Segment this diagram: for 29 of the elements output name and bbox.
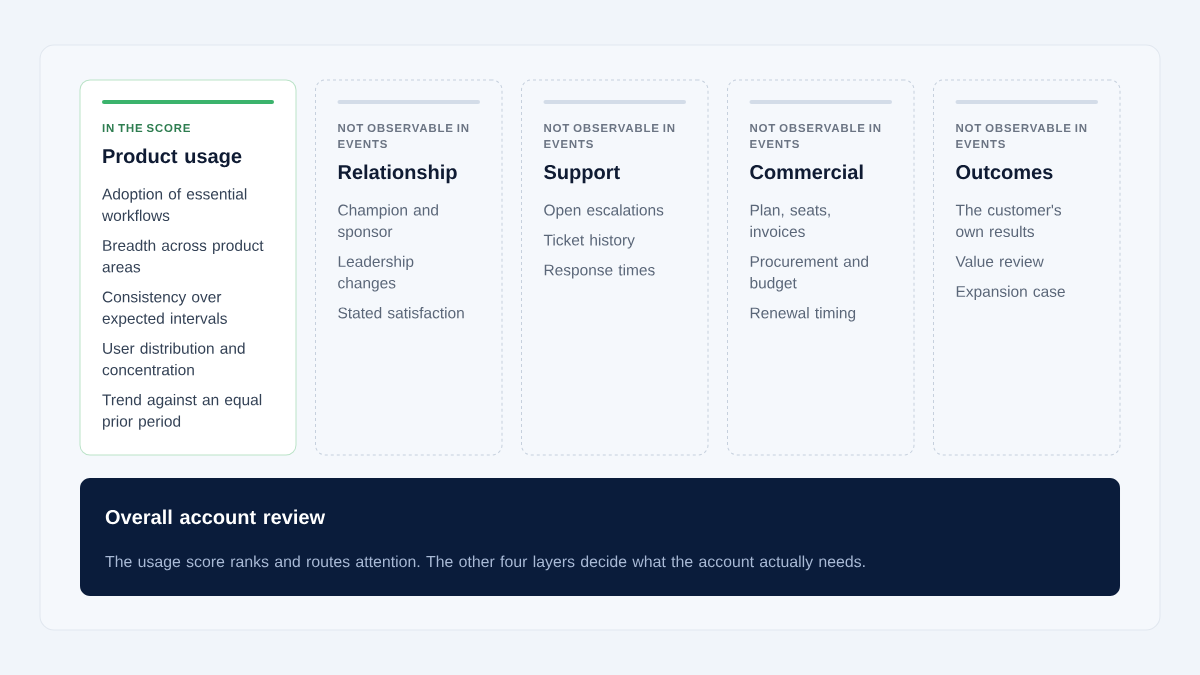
card-heading: Product usage — [103, 148, 242, 168]
item-text: Adoption of essential workflows — [102, 188, 247, 222]
category-tag: NOT OBSERVABLE IN EVENTS — [750, 124, 881, 149]
item-text: Renewal timing — [750, 307, 856, 322]
item-text: Consistency over expected intervals — [102, 291, 227, 327]
item-text: Response times — [544, 264, 655, 279]
item-text: Champion and sponsor — [337, 204, 438, 241]
banner-heading: Overall account review — [105, 509, 326, 525]
card-heading: Support — [544, 165, 620, 184]
category-tag: NOT OBSERVABLE IN EVENTS — [338, 124, 469, 149]
item-text: Value review — [955, 255, 1044, 267]
category-tag: NOT OBSERVABLE IN EVENTS — [956, 124, 1087, 149]
banner-text: The usage score ranks and routes attention. The other four layers decide what the account actually needs. — [105, 555, 865, 571]
item-text: Expansion case — [956, 285, 1065, 301]
category-tag: NOT OBSERVABLE IN EVENTS — [544, 124, 675, 149]
category-tag: IN THE SCORE — [102, 124, 190, 133]
item-text: The customer's own results — [955, 204, 1062, 238]
card-heading: Commercial — [750, 164, 863, 180]
item-text: Open escalations — [544, 204, 664, 219]
item-text: Breadth across product areas — [102, 239, 264, 273]
item-text: Stated satisfaction — [338, 307, 464, 319]
item-text: Trend against an equal prior period — [102, 393, 262, 430]
item-text: Leadership changes — [338, 255, 414, 292]
card-heading: Outcomes — [956, 165, 1053, 180]
item-text: User distribution and concentration — [102, 342, 245, 376]
item-text: Plan, seats, invoices — [750, 204, 830, 238]
card-heading: Relationship — [338, 164, 457, 184]
item-text: Procurement and budget — [750, 255, 868, 292]
item-text: Ticket history — [543, 234, 635, 249]
